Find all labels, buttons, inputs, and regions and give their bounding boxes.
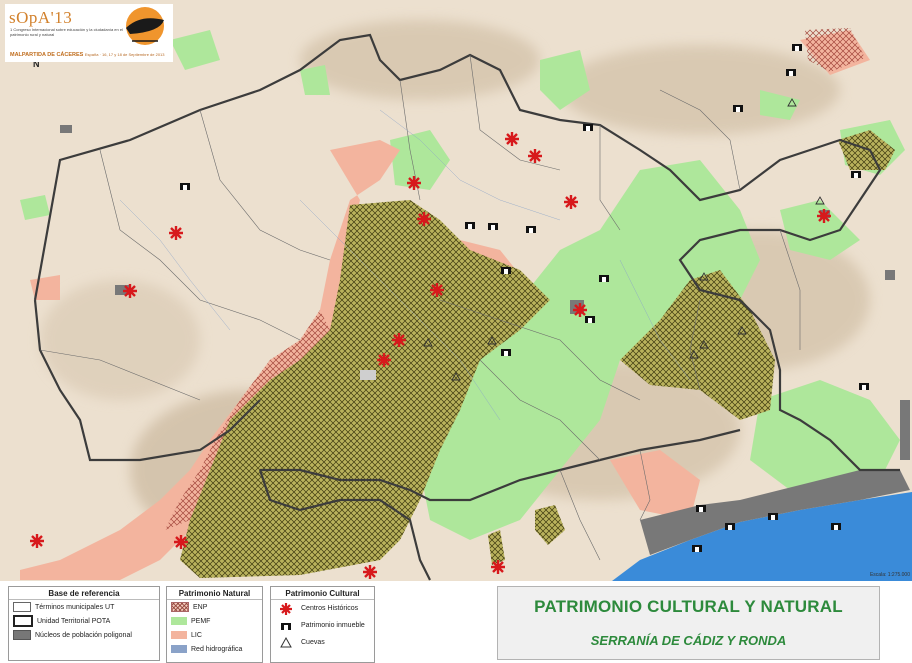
legend-item: Núcleos de población poligonal — [9, 628, 159, 642]
legend-item-label: Unidad Territorial POTA — [37, 617, 111, 625]
building-icon — [281, 622, 291, 630]
pemf-swatch — [171, 617, 187, 625]
legend-item-label: Red hidrográfica — [191, 645, 243, 653]
pemf-areas — [20, 30, 905, 540]
map-svg — [0, 0, 912, 581]
sea — [612, 492, 912, 581]
legend-item: LIC — [167, 628, 262, 642]
logo-place: MALPARTIDA DE CÁCERES España · 16, 17 y … — [10, 52, 165, 58]
legend-item: Cuevas — [271, 634, 374, 651]
legend-item-label: Patrimonio inmueble — [301, 622, 365, 629]
north-arrow-label: N — [33, 59, 40, 69]
municipal-boundaries — [39, 54, 801, 561]
enp-swatch — [171, 602, 189, 612]
map-subtitle: SERRANÍA DE CÁDIZ Y RONDA — [590, 633, 787, 648]
map-title-box: PATRIMONIO CULTURAL Y NATURAL SERRANÍA D… — [497, 586, 880, 660]
municipal-swatch — [13, 602, 31, 612]
logo-mark-icon — [126, 7, 164, 45]
logo-place-name: MALPARTIDA DE CÁCERES — [10, 52, 84, 58]
legend-cultural-title: Patrimonio Cultural — [271, 587, 374, 600]
legend-natural: Patrimonio Natural ENP PEMF LIC Red hidr… — [166, 586, 263, 663]
centros-historicos — [30, 132, 831, 579]
lic-swatch — [171, 631, 187, 639]
enp-areas — [165, 28, 895, 578]
cuevas — [423, 98, 825, 381]
pota-boundary — [33, 33, 900, 472]
legend-item-label: PEMF — [191, 617, 211, 625]
legend-item-label: Centros Históricos — [301, 605, 359, 612]
logo-subtitle: 1 Congreso Internacional sobre educación… — [10, 27, 123, 37]
legend-item: Red hidrográfica — [167, 642, 262, 656]
legend-natural-title: Patrimonio Natural — [167, 587, 262, 600]
river-swatch — [171, 645, 187, 653]
legend-item: Centros Históricos — [271, 600, 374, 617]
logo-title: sOpA'13 — [9, 8, 73, 27]
patrimonio-inmueble — [180, 44, 869, 552]
river-network — [119, 109, 691, 421]
legend-item: Patrimonio inmueble — [271, 617, 374, 634]
triangle-icon — [280, 636, 292, 647]
pota-swatch — [13, 615, 33, 627]
legend-item: PEMF — [167, 614, 262, 628]
legend-base: Base de referencia Términos municipales … — [8, 586, 160, 661]
scale-text: Escala: 1:275.000 — [869, 572, 910, 578]
asterisk-icon — [280, 602, 292, 615]
congress-logo: sOpA'13 1 Congreso Internacional sobre e… — [5, 4, 173, 62]
legend-item-label: Términos municipales UT — [35, 603, 115, 611]
legend-item: Términos municipales UT — [9, 600, 159, 614]
legend-item: ENP — [167, 600, 262, 614]
legend-item-label: ENP — [193, 603, 208, 611]
nucleo-swatch — [13, 630, 31, 640]
map-title: PATRIMONIO CULTURAL Y NATURAL — [534, 597, 843, 616]
logo-dates: España · 16, 17 y 18 de Septiembre de 20… — [84, 52, 165, 57]
legend-item-label: Núcleos de población poligonal — [35, 631, 132, 639]
legend-item-label: LIC — [191, 631, 202, 639]
legend-item: Unidad Territorial POTA — [9, 614, 159, 628]
legend-base-title: Base de referencia — [9, 587, 159, 600]
legend-cultural: Patrimonio Cultural Centros Históricos P… — [270, 586, 375, 663]
legend-item-label: Cuevas — [301, 639, 325, 646]
map-canvas[interactable]: N Escala: 1:275.000 — [0, 0, 912, 581]
